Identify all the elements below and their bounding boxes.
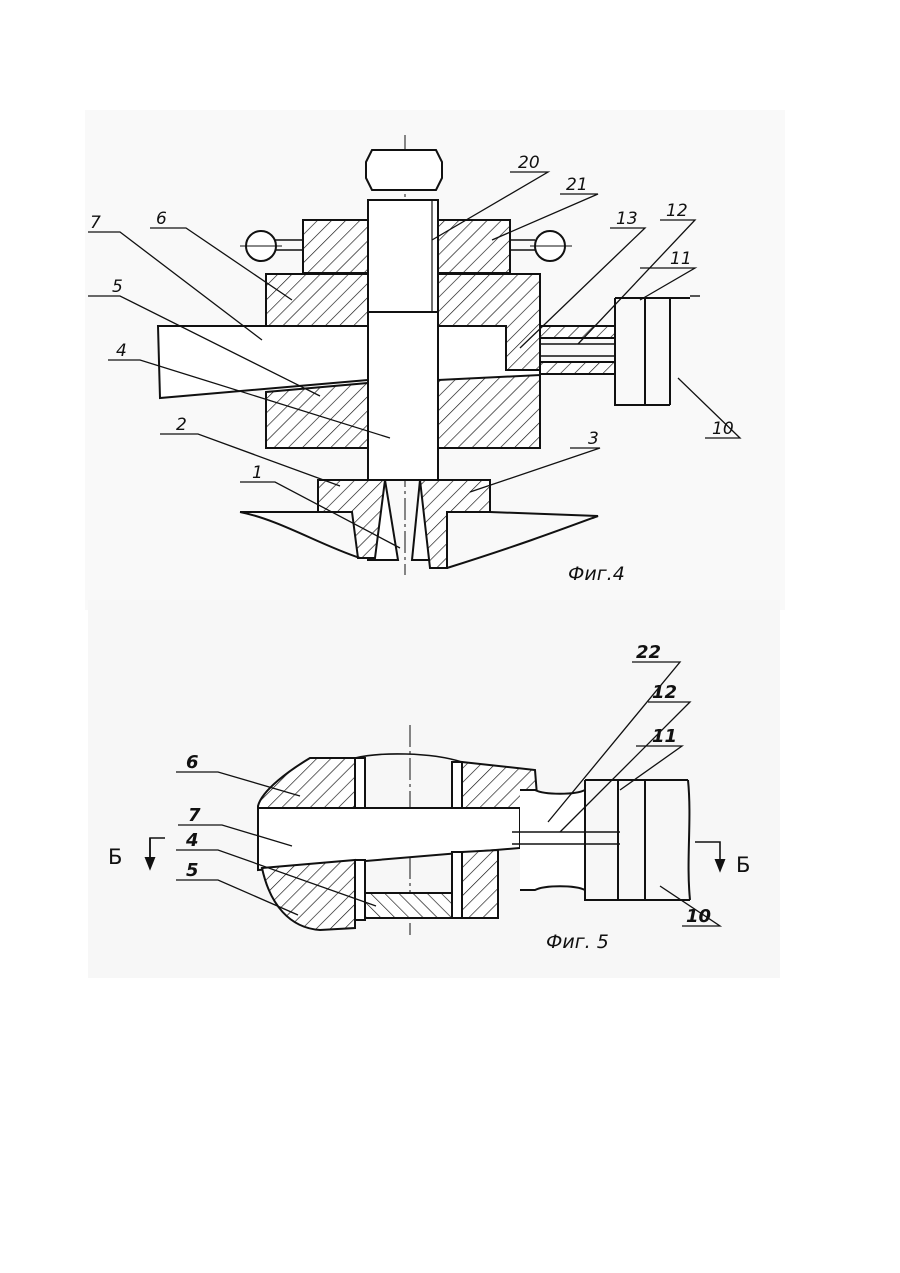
fig5-label-11: 11 [652,726,677,747]
body-6-upper-left [266,274,368,326]
label-1: 1 [252,463,263,483]
shaft-middle [368,312,438,480]
label-5: 5 [112,277,123,297]
label-20: 20 [518,153,540,173]
shaft-upper [368,200,438,312]
rod-guide-bottom [540,362,615,374]
fig5-label-10: 10 [686,906,711,927]
figure-5-caption: Фиг. 5 [546,931,609,953]
scan-panel-bottom [88,600,780,978]
figure-4-caption: Фиг.4 [568,563,625,585]
rod-guide-top [540,326,615,338]
label-11: 11 [670,249,692,269]
fig5-label-6: 6 [186,752,199,773]
shaft-top-end [366,150,442,190]
fig5-label-7: 7 [188,805,201,826]
label-21: 21 [566,175,588,195]
label-7: 7 [90,213,101,233]
label-2: 2 [176,415,187,435]
label-13: 13 [616,209,638,229]
fig5-label-5: 5 [186,860,199,881]
label-10: 10 [712,419,734,439]
fig5-label-4: 4 [185,830,199,851]
nut-right [438,220,510,273]
fig5-part-4 [365,893,452,918]
body-5-lower-right [438,375,540,448]
section-mark-right: Б [736,853,750,877]
fig5-body-5-right [462,850,498,918]
label-3: 3 [588,429,599,449]
label-6: 6 [156,209,167,229]
section-mark-left: Б [108,845,122,869]
label-4: 4 [116,341,127,361]
fig5-housing-22 [520,790,585,890]
fig5-label-12: 12 [652,682,677,703]
nut-left [303,220,368,273]
fig5-label-22: 22 [636,642,661,663]
label-12: 12 [666,201,688,221]
